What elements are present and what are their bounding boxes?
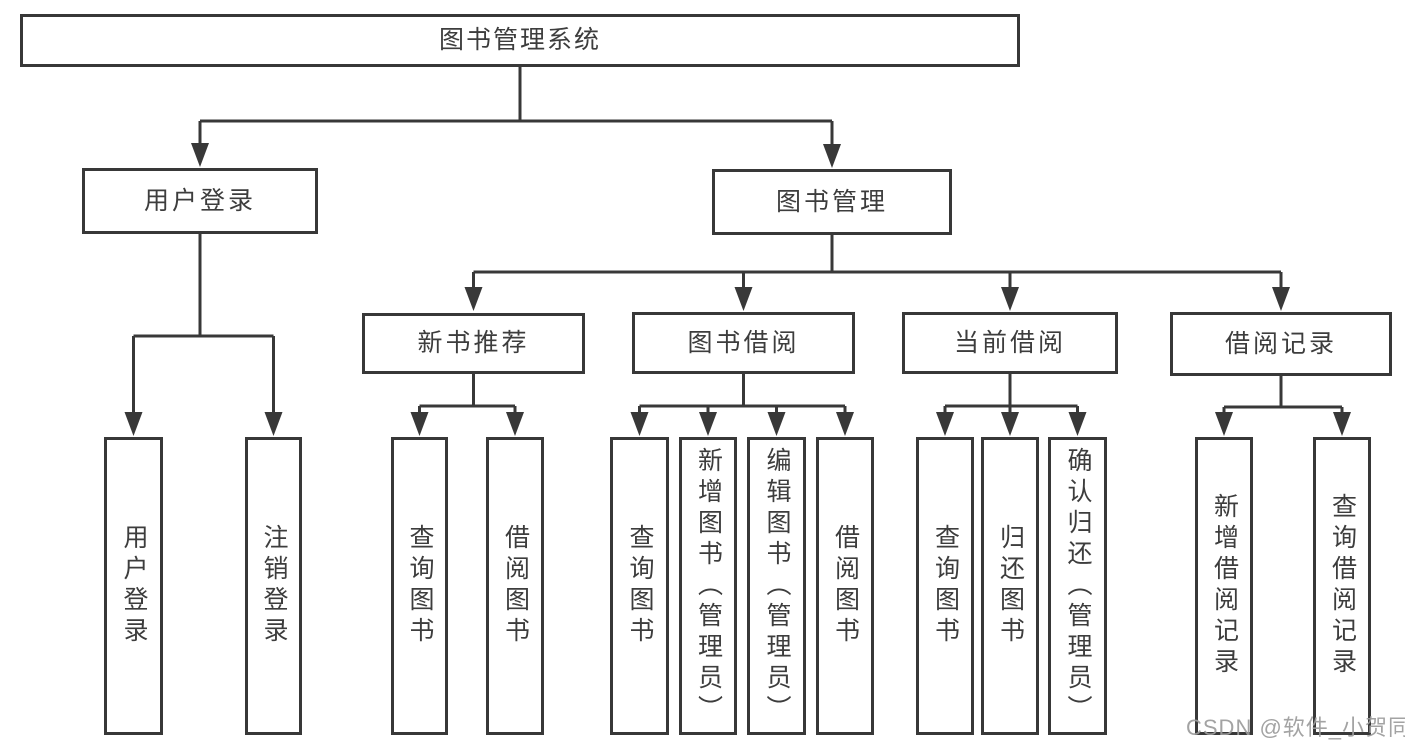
node-query-books-recommend: 查询图书 xyxy=(391,437,448,735)
csdn-watermark: CSDN @软件_小贺同学 xyxy=(1186,715,1405,740)
node-label: 确认归还（管理员） xyxy=(1064,446,1092,726)
node-edit-books-admin: 编辑图书（管理员） xyxy=(747,437,806,735)
node-label: 编辑图书（管理员） xyxy=(763,446,791,726)
node-label: 借阅图书 xyxy=(501,524,530,648)
node-borrow-books-recommend: 借阅图书 xyxy=(486,437,544,735)
node-add-books-admin: 新增图书（管理员） xyxy=(679,437,737,735)
node-user-login-leaf: 用户登录 xyxy=(104,437,163,735)
node-label: 用户登录 xyxy=(120,524,148,648)
node-label: 查询图书 xyxy=(626,524,654,648)
node-user-login: 用户登录 xyxy=(82,168,318,234)
node-query-books-current: 查询图书 xyxy=(916,437,974,735)
node-borrowing-records: 借阅记录 xyxy=(1170,312,1392,376)
node-label: 注销登录 xyxy=(260,524,288,648)
node-query-borrow-record: 查询借阅记录 xyxy=(1313,437,1371,735)
node-query-books-borrowing: 查询图书 xyxy=(610,437,669,735)
node-label: 查询借阅记录 xyxy=(1328,493,1357,679)
node-label: 借阅记录 xyxy=(1224,329,1337,358)
connector-book-management-children xyxy=(464,235,1290,311)
node-borrow-books: 借阅图书 xyxy=(816,437,874,735)
connector-root-to-level2 xyxy=(191,67,841,168)
node-label: 图书管理 xyxy=(775,187,888,216)
node-library-management-system: 图书管理系统 xyxy=(20,14,1020,67)
node-current-borrowing: 当前借阅 xyxy=(902,312,1118,374)
node-label: 查询图书 xyxy=(931,524,960,648)
node-label: 归还图书 xyxy=(996,524,1025,648)
connector-user-login-children xyxy=(124,234,283,436)
node-new-book-recommend: 新书推荐 xyxy=(362,313,585,374)
connector-current-borrowing-children xyxy=(936,374,1087,436)
node-label: 借阅图书 xyxy=(831,524,860,648)
node-book-management: 图书管理 xyxy=(712,169,952,235)
node-label: 图书管理系统 xyxy=(438,26,601,54)
node-label: 用户登录 xyxy=(143,186,256,215)
node-label: 查询图书 xyxy=(406,524,434,648)
connector-borrowing-records-children xyxy=(1215,376,1351,436)
node-label: 新增图书（管理员） xyxy=(694,446,723,726)
node-label: 图书借阅 xyxy=(687,328,800,357)
node-book-borrowing: 图书借阅 xyxy=(632,312,855,374)
node-add-borrow-record: 新增借阅记录 xyxy=(1195,437,1253,735)
node-label: 新增借阅记录 xyxy=(1210,493,1239,679)
node-return-books: 归还图书 xyxy=(981,437,1039,735)
node-label: 当前借阅 xyxy=(953,328,1066,357)
connector-book-borrowing-children xyxy=(630,374,854,436)
connector-new-book-recommend-children xyxy=(410,374,524,436)
node-logout-login: 注销登录 xyxy=(245,437,302,735)
node-label: 新书推荐 xyxy=(417,329,530,357)
node-confirm-return-admin: 确认归还（管理员） xyxy=(1048,437,1107,735)
